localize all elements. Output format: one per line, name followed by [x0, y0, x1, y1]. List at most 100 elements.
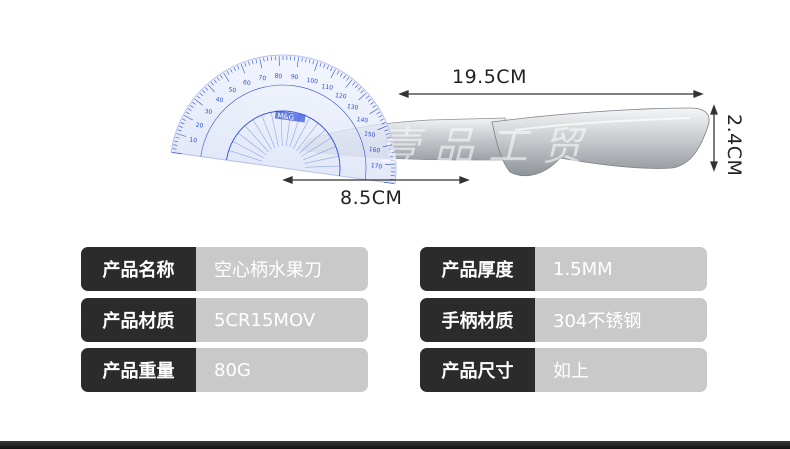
protractor-tick — [274, 56, 276, 61]
protractor-ray — [232, 141, 264, 158]
protractor-tick — [220, 74, 223, 79]
protractor-tick — [360, 89, 364, 94]
protractor-tick — [240, 64, 246, 74]
bottom-bar — [0, 441, 790, 449]
protractor-tick — [323, 64, 326, 68]
spec-row-handle-material: 手柄材质 304不锈钢 — [420, 298, 707, 342]
protractor-tick — [182, 118, 187, 121]
protractor-tick — [248, 61, 250, 66]
spec-value: 空心柄水果刀 — [196, 247, 368, 291]
protractor-number: 90 — [290, 73, 299, 81]
protractor-tick — [259, 58, 263, 69]
protractor-ray — [228, 150, 263, 162]
protractor-ray — [261, 115, 275, 148]
protractor-tick — [390, 171, 395, 173]
spec-row-thickness: 产品厚度 1.5MM — [420, 247, 707, 291]
spec-key: 手柄材质 — [420, 298, 535, 342]
spec-key: 产品厚度 — [420, 247, 535, 291]
protractor-tick — [339, 72, 343, 77]
protractor-tick — [382, 144, 393, 148]
protractor-number: 110 — [321, 83, 333, 92]
protractor-tick — [390, 167, 396, 169]
protractor-ray — [237, 132, 266, 155]
protractor-tick — [177, 129, 182, 132]
protractor-tick — [180, 122, 185, 125]
protractor-tick — [343, 74, 346, 79]
protractor-tick — [197, 95, 201, 99]
protractor-tick — [230, 68, 233, 73]
protractor-tick — [185, 111, 190, 115]
protractor-number: 80 — [274, 72, 283, 80]
spec-row-size: 产品尺寸 如上 — [420, 348, 707, 392]
protractor-tick — [255, 59, 258, 64]
protractor-number: 160 — [368, 146, 380, 155]
protractor-ray — [293, 117, 310, 149]
protractor-tick — [390, 159, 395, 161]
protractor-tick — [173, 144, 178, 146]
spec-key: 产品重量 — [81, 348, 196, 392]
protractor-ray — [244, 125, 269, 152]
protractor-tick — [383, 181, 394, 184]
spec-row-material: 产品材质 5CR15MOV — [81, 298, 368, 342]
protractor-tick — [244, 62, 247, 67]
protractor-tick — [387, 140, 392, 143]
protractor-number: 120 — [335, 92, 347, 101]
protractor-tick — [312, 60, 315, 65]
protractor-tick — [381, 122, 386, 125]
protractor-ray — [304, 155, 339, 164]
blade-length-label: 19.5CM — [452, 66, 527, 88]
length-dimension-line — [398, 90, 704, 98]
protractor-tick — [293, 56, 296, 61]
height-dimension-line — [710, 104, 718, 172]
protractor-tick — [355, 84, 359, 88]
protractor-tick — [251, 60, 254, 65]
protractor-tick — [199, 92, 203, 96]
protractor-tick — [237, 65, 240, 70]
height-label: 2.4CM — [723, 114, 745, 177]
spec-value: 304不锈钢 — [535, 298, 707, 342]
spec-value: 80G — [196, 348, 368, 392]
protractor-ray — [303, 146, 336, 160]
protractor-tick — [192, 101, 196, 105]
spec-row-weight: 产品重量 80G — [81, 348, 368, 392]
protractor-number: 20 — [195, 122, 204, 130]
protractor-number: 70 — [258, 74, 267, 82]
protractor-tick — [296, 57, 299, 68]
protractor-tick — [352, 82, 356, 86]
protractor-tick — [372, 105, 377, 108]
spec-value: 5CR15MOV — [196, 298, 368, 342]
protractor-tick — [376, 111, 381, 115]
protractor-tick — [319, 62, 322, 67]
protractor-tick — [389, 152, 394, 154]
protractor-tick — [172, 152, 183, 155]
protractor-tick — [290, 56, 292, 61]
protractor-tick — [346, 77, 350, 81]
protractor-tick — [174, 140, 179, 143]
protractor-tick — [390, 155, 395, 158]
protractor-tick — [378, 115, 383, 118]
protractor-ray — [252, 119, 272, 150]
protractor-tick — [226, 70, 230, 75]
protractor-tick — [305, 58, 307, 63]
protractor-tick — [384, 163, 395, 165]
protractor-tick — [204, 87, 209, 91]
protractor-tick — [270, 56, 273, 61]
protractor-tick — [233, 67, 236, 72]
knife-handle — [491, 107, 710, 176]
protractor-tick — [390, 175, 395, 177]
spec-value: 如上 — [535, 348, 707, 392]
protractor-ray — [301, 137, 332, 157]
protractor-tick — [314, 61, 318, 72]
protractor-number: 60 — [243, 79, 252, 87]
protractor-tick — [384, 129, 389, 132]
protractor-tick — [213, 79, 217, 84]
protractor-tick — [189, 105, 194, 108]
protractor-tick — [379, 118, 384, 121]
protractor-number: 100 — [306, 77, 318, 86]
protractor-ray — [304, 165, 340, 168]
protractor-number: 50 — [228, 86, 237, 94]
protractor-tick — [278, 56, 280, 67]
protractor-tick — [330, 68, 336, 79]
protractor-tick — [202, 89, 206, 94]
protractor-tick — [176, 133, 187, 137]
